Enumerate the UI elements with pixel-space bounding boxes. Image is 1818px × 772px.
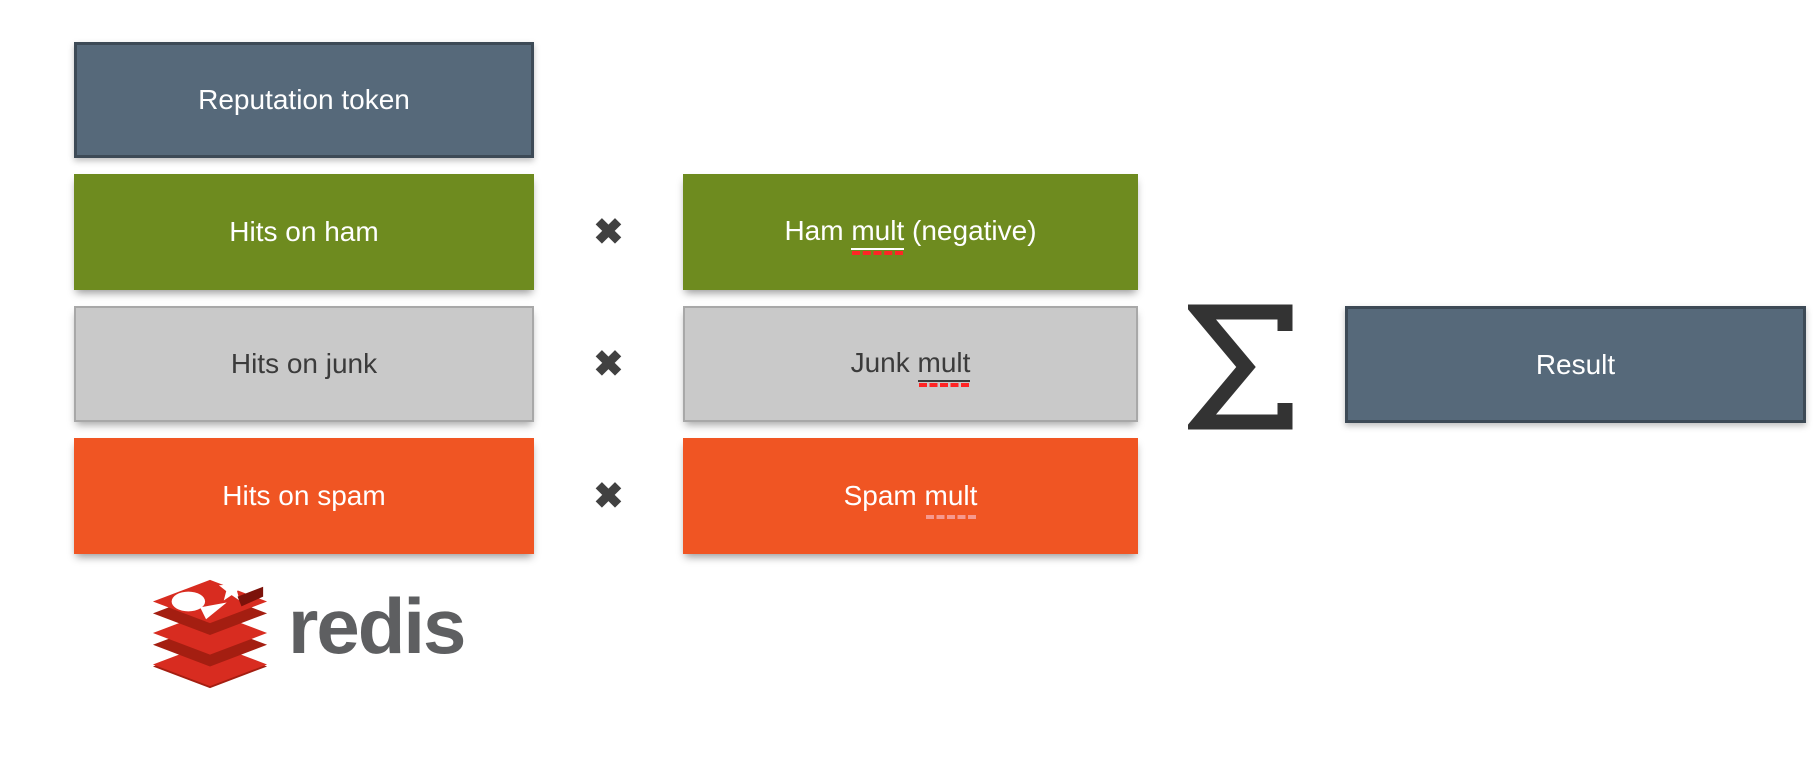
- multiply-icon: ✖: [534, 438, 683, 554]
- multiply-glyph: ✖: [593, 211, 624, 252]
- spam-mult-box: Spam mult: [683, 438, 1138, 554]
- sum-sigma-svg: [1188, 304, 1293, 430]
- spam-mult-label: Spam mult: [843, 480, 978, 519]
- hits-on-junk-label: Hits on junk: [230, 348, 378, 379]
- ham-mult-box: Ham mult (negative): [683, 174, 1138, 290]
- sum-sigma-icon: [1188, 303, 1294, 431]
- ham-mult-word-misspelled: mult: [851, 215, 905, 255]
- redis-ellipse-mark: [171, 591, 206, 612]
- redis-logo-icon: [152, 575, 268, 689]
- hits-on-spam-label: Hits on spam: [222, 480, 386, 511]
- hits-on-junk-box: Hits on junk: [74, 306, 534, 422]
- multiply-icon: ✖: [534, 306, 683, 422]
- ham-mult-suffix: (negative): [904, 214, 1037, 246]
- redis-triangle-mark: [200, 602, 227, 620]
- hits-on-ham-box: Hits on ham: [74, 174, 534, 290]
- hits-on-spam-box: Hits on spam: [74, 438, 534, 554]
- reputation-token-box: Reputation token: [74, 42, 534, 158]
- reputation-token-label: Reputation token: [198, 84, 410, 115]
- result-box: Result: [1345, 306, 1806, 423]
- ham-mult-label: Ham mult (negative): [784, 214, 1037, 255]
- junk-mult-box: Junk mult: [683, 306, 1138, 422]
- ham-mult-prefix: Ham: [784, 214, 852, 246]
- multiply-glyph: ✖: [593, 343, 624, 384]
- spam-mult-word-misspelled: mult: [924, 480, 978, 519]
- redis-hole-mark: [237, 586, 264, 607]
- redis-star-mark: [218, 575, 245, 601]
- redis-wordmark: redis: [288, 582, 466, 670]
- multiply-icon: ✖: [534, 174, 683, 290]
- result-label: Result: [1535, 348, 1616, 380]
- junk-mult-word-misspelled: mult: [917, 347, 971, 387]
- hits-on-ham-label: Hits on ham: [229, 216, 379, 247]
- redis-logo: redis: [150, 572, 466, 694]
- junk-mult-label: Junk mult: [850, 346, 971, 387]
- spam-mult-prefix: Spam: [843, 480, 925, 511]
- junk-mult-prefix: Junk: [850, 346, 918, 378]
- multiply-glyph: ✖: [593, 475, 624, 516]
